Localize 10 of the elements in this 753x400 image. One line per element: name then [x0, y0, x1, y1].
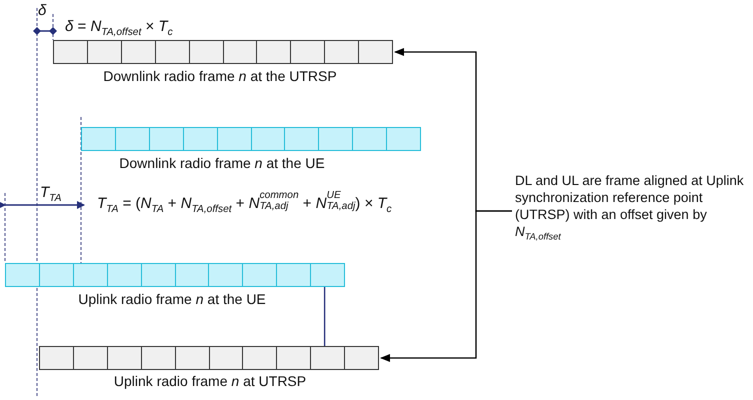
formula-text: δ = N$_{TA,offset}$ × T$_{c}$	[65, 18, 173, 38]
frame-caption: Downlink radio frame n at the UE	[119, 155, 325, 171]
frame-caption: Uplink radio frame n at the UE	[78, 291, 266, 307]
frame-caption: Uplink radio frame n at UTRSP	[114, 373, 306, 389]
frame-caption: Downlink radio frame n at the UTRSP	[103, 68, 337, 84]
arrow	[380, 210, 512, 362]
note-text: DL and UL are frame aligned at Uplink synchronization reference point (UTRSP) with an offset given by N$_{TA,offset}$	[515, 172, 745, 244]
connector-line	[324, 287, 326, 346]
delta-label: δ	[38, 2, 46, 19]
dimension-label: T$_{TA}$	[40, 184, 62, 204]
